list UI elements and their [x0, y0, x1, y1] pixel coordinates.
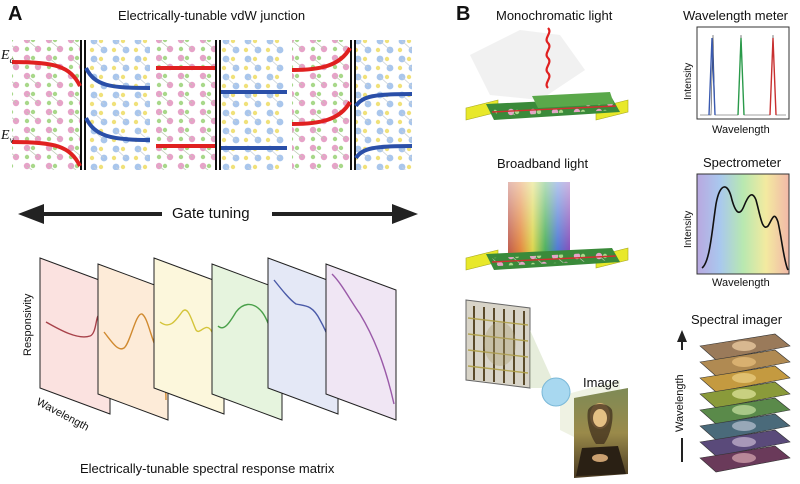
mona-lisa-image: [574, 388, 628, 478]
response-sheet-2: [97, 263, 169, 421]
imaging-setup: [465, 299, 628, 478]
spectrometer-ylabel: Intensity: [683, 210, 694, 248]
imager-layer: [699, 429, 791, 457]
matrix-ylabel: Responsivity: [22, 293, 34, 356]
junction-2: [156, 40, 287, 170]
spectrometer-xlabel: Wavelength: [712, 277, 770, 289]
panel-a-letter: A: [8, 3, 23, 25]
matrix-caption: Electrically-tunable spectral response m…: [80, 461, 335, 476]
gate-tuning-label: Gate tuning: [172, 205, 250, 222]
imager-axis-arrow: [677, 330, 687, 462]
imager-layer: [699, 349, 791, 377]
imager-layer: [699, 333, 791, 361]
mono-device: [465, 27, 629, 121]
image-label: Image: [583, 375, 620, 390]
imager-layer: [699, 365, 791, 393]
broadband-light-title: Broadband light: [497, 156, 589, 171]
spectrum-curve: [701, 186, 789, 271]
response-sheet-6: [325, 263, 397, 421]
panel-b-letter: B: [456, 3, 471, 25]
broadband-device: [465, 182, 629, 271]
meter-xlabel: Wavelength: [712, 124, 770, 136]
meter-ylabel: Intensity: [683, 62, 694, 100]
response-matrix: [39, 257, 397, 421]
imager-layer: [699, 413, 791, 441]
imager-layer: [699, 397, 791, 425]
spectrometer-plot: [696, 173, 790, 275]
junction-3: [291, 40, 413, 170]
spectral-imager-title: Spectral imager: [691, 312, 783, 327]
wavelength-meter-plot: [696, 26, 790, 120]
junction-1: [11, 40, 151, 170]
imager-layer: [699, 381, 791, 409]
spectral-imager-stack: [699, 333, 791, 473]
wavelength-meter-title: Wavelength meter: [683, 8, 789, 23]
mono-light-title: Monochromatic light: [496, 8, 613, 23]
conduction-band-label: Ec: [1, 48, 14, 65]
gate-tuning-arrow: [18, 204, 418, 224]
valence-band-label: Ev: [1, 128, 14, 145]
imager-axis-label: Wavelength: [674, 374, 686, 432]
spectrometer-title: Spectrometer: [703, 155, 782, 170]
panel-a-title: Electrically-tunable vdW junction: [118, 8, 306, 23]
imager-layer: [699, 445, 791, 473]
